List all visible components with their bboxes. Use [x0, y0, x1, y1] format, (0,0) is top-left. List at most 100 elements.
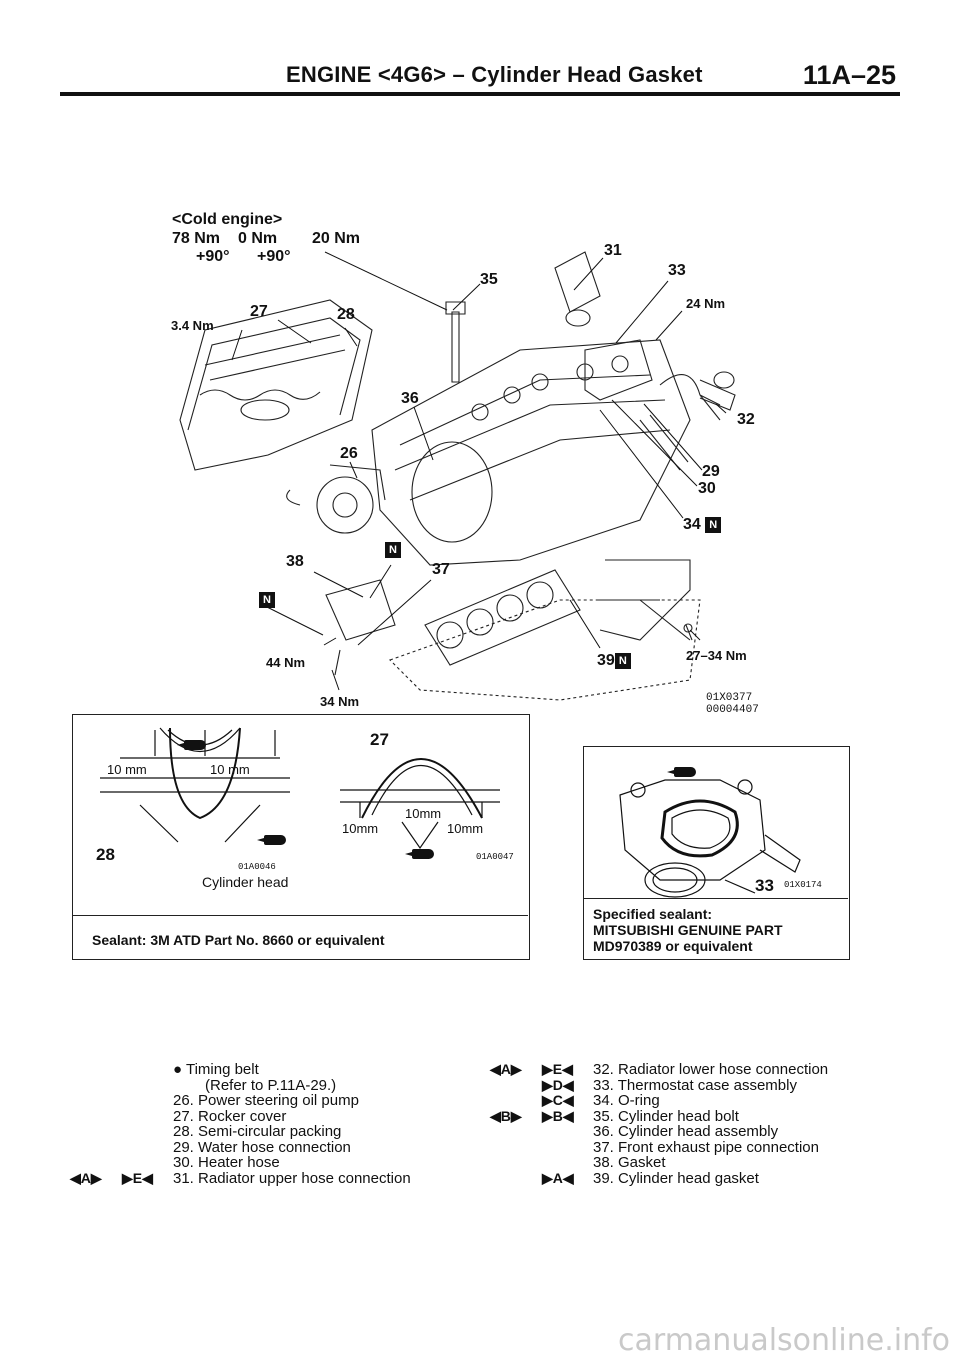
part-29-label: 29: [702, 463, 720, 480]
sealant-tube-icon: [667, 767, 696, 777]
install-mark: ◀B▶: [490, 1107, 522, 1124]
legend-row: 30. Heater hose: [60, 1155, 480, 1171]
part-27-detail-label: 27: [370, 730, 389, 749]
part-27-label: 27: [250, 303, 268, 320]
torque-24nm: 24 Nm: [686, 296, 726, 311]
legend-row: ◀A▶ ▶E◀ 32. Radiator lower hose connecti…: [488, 1061, 908, 1078]
legend-row: 28. Semi-circular packing: [60, 1124, 480, 1140]
part-30-label: 30: [698, 480, 716, 497]
torque-34nm: 34 Nm: [320, 694, 360, 709]
n-mark-icon: N: [385, 541, 401, 558]
legend-row: ▶C◀ 34. O-ring: [488, 1092, 908, 1109]
parts-legend-right: ◀A▶ ▶E◀ 32. Radiator lower hose connecti…: [488, 1061, 908, 1187]
n-mark-icon: N: [259, 591, 275, 608]
part-33-detail-label: 33: [755, 876, 774, 895]
removal-mark: ▶E◀: [122, 1169, 153, 1186]
n-mark-44: N: [259, 591, 275, 609]
torque-0nm: 0 Nm: [238, 230, 278, 247]
legend-row: 26. Power steering oil pump: [60, 1093, 480, 1109]
legend-row: ▶A◀ 39. Cylinder head gasket: [488, 1169, 908, 1187]
sealant-spec-line2: MITSUBISHI GENUINE PART: [593, 922, 783, 938]
sealant-tube-icon-2: [257, 832, 286, 850]
legend-text: (Refer to P.11A-29.): [205, 1076, 337, 1094]
part-33-label: 33: [668, 262, 686, 279]
torque-44nm: 44 Nm: [266, 655, 306, 670]
removal-mark: ▶B◀: [542, 1107, 574, 1124]
sealant-tube-icon: [405, 849, 434, 859]
sealant-divider-right: [583, 898, 848, 899]
legend-text: 26. Power steering oil pump: [173, 1092, 359, 1109]
sealant-tube-icon-3: [405, 846, 434, 864]
part-38-label: 38: [286, 553, 304, 570]
rocker-cover-drawing: [179, 299, 373, 471]
torque-3-4nm: 3.4 Nm: [171, 318, 214, 333]
legend-text: 28. Semi-circular packing: [173, 1123, 342, 1140]
sealant-spec-title: Specified sealant:: [593, 906, 713, 922]
head-bolt-drawing: [451, 311, 460, 383]
removal-mark: ▶D◀: [542, 1076, 574, 1093]
page-number: 11A–25: [802, 60, 896, 90]
part-34-number: 34: [683, 516, 701, 533]
part-39-number: 39: [597, 652, 615, 669]
sealant-detail-box-right: [583, 746, 850, 960]
site-watermark: carmanualsonline.info: [618, 1323, 950, 1358]
legend-text: 37. Front exhaust pipe connection: [593, 1138, 819, 1156]
dim-10mm-right: 10 mm: [210, 762, 250, 777]
part-32-label: 32: [737, 411, 755, 428]
legend-text: ● Timing belt: [173, 1061, 259, 1078]
figure-code-01x0174: 01X0174: [784, 880, 822, 890]
legend-row: ◀A▶ ▶E◀ 31. Radiator upper hose connecti…: [60, 1169, 480, 1187]
legend-row: (Refer to P.11A-29.): [60, 1076, 480, 1094]
cylinder-head-caption: Cylinder head: [202, 874, 289, 890]
part-37-label: 37: [432, 561, 450, 578]
removal-mark: ▶A◀: [542, 1169, 574, 1186]
dim-10mm-b: 10mm: [405, 806, 442, 821]
part-35-label: 35: [480, 271, 498, 288]
cylinder-head-drawing: [371, 339, 691, 566]
torque-78nm: 78 Nm: [172, 230, 221, 247]
torque-20nm: 20 Nm: [312, 230, 361, 247]
n-mark-icon: N: [614, 652, 631, 669]
sealant-tube-icon: [257, 835, 286, 845]
part-28-detail-label: 28: [96, 845, 115, 864]
legend-row: ◀B▶ ▶B◀ 35. Cylinder head bolt: [488, 1107, 908, 1125]
cylinder-head-gasket-drawing: [424, 569, 581, 666]
legend-text: 33. Thermostat case assembly: [593, 1076, 797, 1094]
sealant-tube-icon-4: [667, 764, 696, 782]
sealant-spec-line3: MD970389 or equivalent: [593, 938, 753, 954]
legend-text: 39. Cylinder head gasket: [593, 1169, 759, 1187]
angle-90-1: +90°: [196, 248, 230, 265]
sealant-divider-left: [72, 915, 528, 916]
legend-text: 36. Cylinder head assembly: [593, 1123, 779, 1140]
part-31-label: 31: [604, 242, 622, 259]
dim-10mm-c: 10mm: [447, 821, 484, 836]
legend-row: 38. Gasket: [488, 1155, 908, 1171]
figure-code-1: 01X0377: [706, 692, 753, 704]
page-title: ENGINE <4G6> – Cylinder Head Gasket: [286, 62, 703, 87]
dim-10mm-left: 10 mm: [107, 762, 147, 777]
legend-row: ● Timing belt: [60, 1062, 480, 1078]
legend-row: 36. Cylinder head assembly: [488, 1124, 908, 1140]
angle-90-2: +90°: [257, 248, 291, 265]
install-mark: ◀A▶: [490, 1061, 522, 1077]
legend-row: 37. Front exhaust pipe connection: [488, 1138, 908, 1156]
figure-code-01a0047: 01A0047: [476, 852, 514, 862]
install-mark: ◀A▶: [70, 1169, 102, 1186]
legend-text: 27. Rocker cover: [173, 1107, 287, 1125]
rocker-cover-detail-drawing: [361, 758, 483, 819]
sealant-tube-icon: [177, 737, 206, 755]
legend-text: 34. O-ring: [593, 1092, 660, 1109]
part-26-label: 26: [340, 445, 358, 462]
sealant-tube-icon: [177, 740, 206, 750]
sealant-detail-box-left: [72, 714, 530, 960]
parts-legend-left: ● Timing belt (Refer to P.11A-29.) 26. P…: [60, 1062, 480, 1186]
part-28-label: 28: [337, 306, 355, 323]
sealant-spec-left: Sealant: 3M ATD Part No. 8660 or equival…: [92, 932, 385, 948]
removal-mark: ▶E◀: [542, 1061, 573, 1077]
legend-text: 32. Radiator lower hose connection: [593, 1061, 829, 1078]
figure-code-01a0046: 01A0046: [238, 862, 276, 872]
page-header: ENGINE <4G6> – Cylinder Head Gasket 11A–…: [60, 60, 900, 96]
legend-text: 38. Gasket: [593, 1154, 666, 1171]
